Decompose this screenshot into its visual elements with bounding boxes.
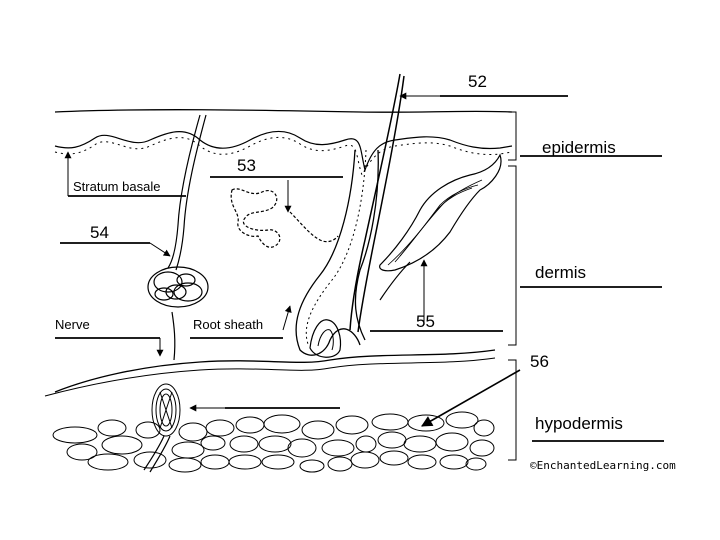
- label-dermis: dermis: [535, 263, 587, 282]
- label-55: 55: [416, 312, 435, 331]
- adipose-tissue: [52, 411, 495, 473]
- arrow-56: [421, 369, 521, 427]
- basal-layer-inner: [54, 137, 513, 177]
- label-root-sheath: Root sheath: [193, 317, 264, 332]
- arrector-pili-muscle: [379, 261, 411, 301]
- dermal-papilla: [230, 188, 281, 248]
- basal-layer-outer: [54, 130, 513, 173]
- label-53: 53: [237, 156, 256, 175]
- sweat-gland: [147, 266, 209, 308]
- arrow-54: [149, 242, 171, 257]
- label-epidermis: epidermis: [542, 138, 616, 157]
- label-52: 52: [468, 72, 487, 91]
- arrow-root-sheath: [282, 305, 292, 331]
- pacinian-corpuscle: [143, 383, 181, 473]
- credit-text: ©EnchantedLearning.com: [530, 459, 676, 472]
- sweat-duct: [167, 114, 201, 269]
- label-hypodermis: hypodermis: [535, 414, 623, 433]
- dermis-hypodermis-boundary: [54, 349, 496, 393]
- epidermis-bracket: [508, 111, 517, 161]
- skin-surface-line: [54, 109, 513, 113]
- hair-follicle: [295, 149, 361, 356]
- sebaceous-gland: [379, 153, 502, 272]
- label-nerve: Nerve: [55, 317, 90, 332]
- dermis-bracket: [508, 165, 517, 346]
- label-54: 54: [90, 223, 109, 242]
- label-56: 56: [530, 352, 549, 371]
- nerve-fiber: [171, 311, 176, 361]
- hair-shaft: [349, 73, 401, 331]
- hypodermis-bracket: [508, 359, 517, 461]
- hair-bulb: [309, 319, 342, 358]
- label-stratum-basale: Stratum basale: [73, 179, 161, 194]
